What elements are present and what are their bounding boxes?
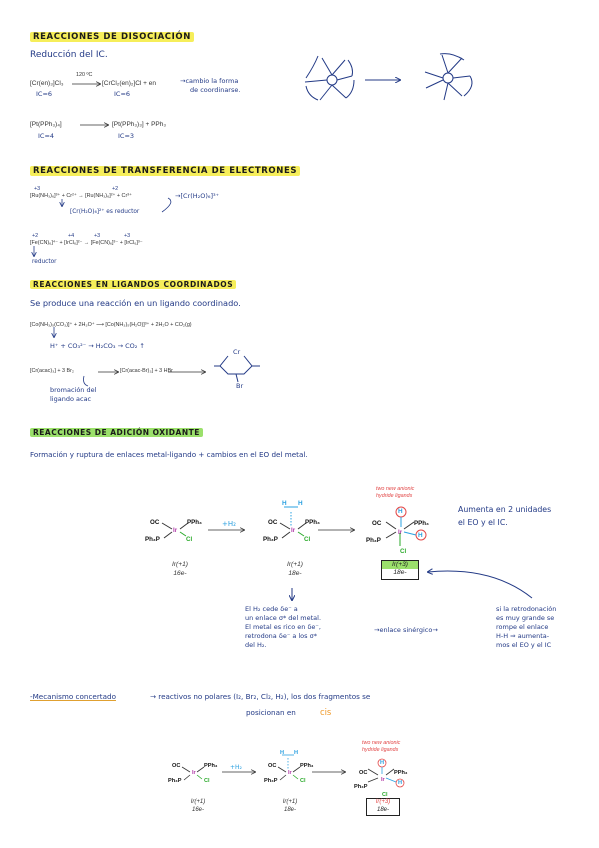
bonds-mol6 xyxy=(367,758,405,788)
two-new-anionic-bottom-1: two new anionic xyxy=(362,740,401,746)
cr-label: Cr xyxy=(233,348,241,356)
note-h2-4: retrodona δe⁻ a los σ* xyxy=(245,632,317,640)
ox-state-4: Ir(+1)16e- xyxy=(190,799,206,813)
bonds-mol3 xyxy=(385,506,427,546)
ox-state-fe-c: +3 xyxy=(94,233,101,239)
mechanism-text-1: → reactivos no polares (I₂, Br₂, Cl₂, H₂… xyxy=(150,692,371,701)
ox-state-1: Ir(+1)16e- xyxy=(172,561,188,577)
two-new-anionic-2: hydride ligands xyxy=(376,493,413,499)
subtitle-ligandos: Se produce una reacción en un ligando co… xyxy=(30,298,241,308)
ic-right: IC=6 xyxy=(114,90,131,98)
note-retro-3: rompe el enlace xyxy=(496,623,549,631)
transfer-reaction2: [Fe(CN)₆]⁴⁻ + [IrCl₆]²⁻ → [Fe(CN)₆]³⁻ + … xyxy=(30,240,143,246)
ox-state-fe-a: +2 xyxy=(32,233,39,239)
sketch-acac-br xyxy=(214,355,260,383)
note-retro-2: es muy grande se xyxy=(496,614,555,622)
bonds-mol5 xyxy=(277,754,301,781)
ox-state-3-box: Ir(+3)18e- xyxy=(381,560,419,580)
reaction1-note-2: de coordinarse. xyxy=(190,86,241,94)
ox-state-2: Ir(+1)18e- xyxy=(287,561,303,577)
ligand-reaction2-right: [Cr(acac-Br)₃] + 3 HBr xyxy=(120,368,173,374)
reaction1-left: [Cr(en)₃]Cl₃ xyxy=(30,80,64,87)
ic2-right: IC=3 xyxy=(118,132,135,140)
reaction1-condition: 120 ºC xyxy=(76,72,93,78)
mechanism-cis: cis xyxy=(320,707,332,717)
note-retro-1: si la retrodonación xyxy=(496,605,557,613)
note-h2-2: un enlace σ* del metal. xyxy=(245,614,322,622)
sketch-cr-en3 xyxy=(304,55,355,101)
bonds-mol1 xyxy=(161,522,189,539)
ox-state-6-box: Ir(+3)18e- xyxy=(366,798,400,816)
ligand-reaction1-sub: H⁺ + CO₃²⁻ → H₂CO₃ → CO₂ ↑ xyxy=(50,342,145,350)
ic-left: IC=6 xyxy=(36,90,53,98)
ox-state-ir-b: +4 xyxy=(68,233,75,239)
mechanism-title: -Mecanismo concertado xyxy=(30,692,116,701)
ox-state-ru-a: +3 xyxy=(34,186,41,192)
note-retro-5: mos el EO y el IC xyxy=(496,641,552,649)
subtitle-reduccion: Reducción del IC. xyxy=(30,50,108,60)
ligand-reaction2-left: [Cr(acac)₃] + 3 Br₂ xyxy=(30,368,74,374)
section-title-transferencia: REACCIONES DE TRANSFERENCIA DE ELECTRONE… xyxy=(30,166,301,176)
section-title-ligandos: REACCIONES EN LIGANDOS COORDINADOS xyxy=(30,280,237,289)
bonds-mol4 xyxy=(181,766,205,781)
note-aumenta-1: Aumenta en 2 unidades xyxy=(458,505,552,514)
ligand-reaction1: [Co(NH₃)₅(CO₃)]⁺ + 2H₃O⁺ ⟶ [Co(NH₃)₅(H₂O… xyxy=(30,322,192,328)
note-retro-4: H-H ⇒ aumenta- xyxy=(496,632,550,640)
ligand-note-2: ligando acac xyxy=(50,395,92,403)
mechanism-text-2a: posicionan en xyxy=(246,708,296,717)
note-h2-1: El H₂ cede δe⁻ a xyxy=(245,605,298,613)
h2-label-bottom: +H₂ xyxy=(230,764,242,771)
reaction1-right: [CrCl₂(en)₂]Cl + en xyxy=(102,80,156,87)
note-aumenta-2: el EO y el IC. xyxy=(458,518,508,527)
transfer-reaction1-note: →[Cr(H₂O)₆]³⁺ xyxy=(175,192,220,200)
two-new-anionic-1: two new anionic xyxy=(376,486,415,492)
note-h2-3: El metal es rico en δe⁻, xyxy=(245,623,321,631)
section-title-adicion: REACCIONES DE ADICIÓN OXIDANTE xyxy=(30,428,203,437)
reaction1-note-1: →cambio la forma xyxy=(180,77,239,85)
two-new-anionic-bottom-2: hydride ligands xyxy=(362,747,399,753)
ligand-note-1: bromación del xyxy=(50,386,97,394)
br-label: Br xyxy=(236,382,244,390)
note-enlace-sinergico: →enlace sinérgico→ xyxy=(374,626,438,634)
ox-state-5: Ir(+1)18e- xyxy=(282,799,298,813)
ox-state-ru-b: +2 xyxy=(112,186,119,192)
transfer-reaction1: [Ru(NH₃)₆]³⁺ + Cr²⁺ → [Ru(NH₃)₆]²⁺ + Cr³… xyxy=(30,193,132,199)
bonds-mol2 xyxy=(279,506,307,539)
section-title-disociacion: REACCIONES DE DISOCIACIÓN xyxy=(30,32,194,42)
transfer-reaction1-sub: [Cr(H₂O)₆]²⁺ es reductor xyxy=(70,209,140,215)
note-h2-5: del H₂. xyxy=(245,641,267,649)
ox-state-ir-d: +3 xyxy=(124,233,131,239)
sketch-crcl2-en2 xyxy=(424,53,473,101)
reaction2-right: [Pt(PPh₃)₃] + PPh₃ xyxy=(112,121,167,128)
h2-label-top: +H₂ xyxy=(222,520,236,528)
subtitle-adicion: Formación y ruptura de enlaces metal-lig… xyxy=(30,450,308,459)
ic2-left: IC=4 xyxy=(38,132,55,140)
reaction2-left: [Pt(PPh₃)₄] xyxy=(30,121,62,128)
transfer-reaction2-sub: reductor xyxy=(32,259,57,265)
